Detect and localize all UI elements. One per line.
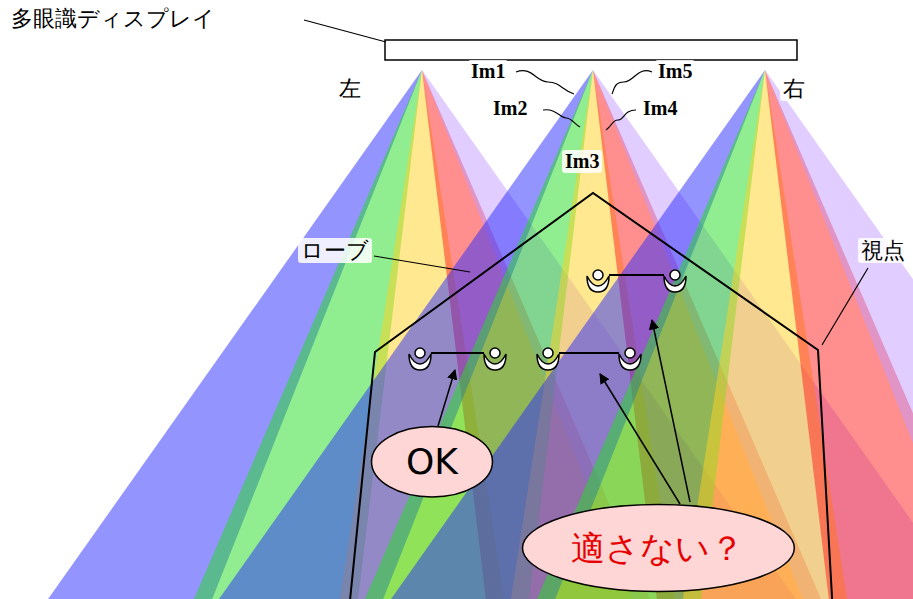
- eye-icon: [587, 270, 609, 292]
- eye-icon: [484, 348, 506, 370]
- callout-arrow: [438, 370, 455, 426]
- side-label: 左: [336, 76, 364, 101]
- lobe-outline: [345, 193, 835, 599]
- callout-text: 適さない？: [571, 528, 744, 569]
- image-label: Im1: [468, 60, 508, 83]
- viewer-pair: [587, 270, 686, 292]
- leader-squiggle: [516, 71, 574, 94]
- side-label: 右: [780, 76, 808, 101]
- leader-squiggle: [543, 110, 580, 127]
- light-rays: [12, 70, 913, 599]
- leader-squiggle: [606, 110, 636, 130]
- callout-ellipse: 適さない？: [521, 503, 796, 593]
- leader-line: [374, 256, 470, 272]
- image-label: Im5: [655, 60, 695, 83]
- viewer-pair: [409, 348, 506, 370]
- lobe-label: ローブ: [298, 238, 372, 263]
- leader-squiggle: [612, 71, 652, 94]
- eye-link: [431, 352, 484, 354]
- image-label: Im2: [490, 97, 530, 120]
- eye-icon: [619, 348, 641, 370]
- ellipse-shape: [372, 427, 493, 497]
- eye-link: [609, 274, 664, 276]
- eye-icon: [537, 348, 559, 370]
- eye-icon: [409, 348, 431, 370]
- eye-link: [559, 352, 619, 354]
- eye-icon: [664, 270, 686, 292]
- viewpoint-label: 視点: [858, 238, 908, 263]
- ellipse-shape: [522, 505, 794, 592]
- ray-purple: [765, 70, 913, 599]
- image-label: Im4: [640, 97, 680, 120]
- callout-arrow: [652, 320, 690, 502]
- image-label: Im3: [562, 150, 602, 173]
- leader-line: [822, 268, 868, 345]
- callout-ellipse: OK: [370, 425, 494, 498]
- viewer-pair: [537, 348, 641, 370]
- device-label: 多眼識ディスプレイ: [8, 6, 218, 31]
- callout-arrow: [600, 374, 680, 504]
- display-panel: [385, 40, 797, 60]
- callout-text: OK: [406, 440, 458, 483]
- leader-line: [304, 20, 386, 42]
